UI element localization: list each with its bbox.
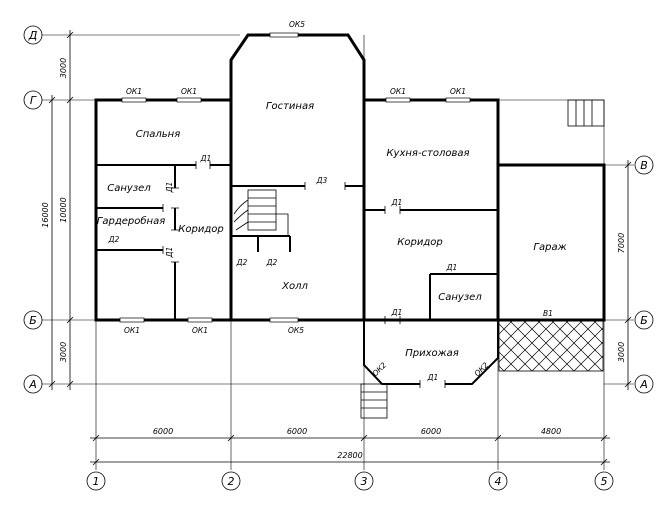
dimension-lines <box>48 30 632 466</box>
axis-col-4: 4 <box>488 471 508 491</box>
dim-22800: 22800 <box>337 451 362 460</box>
axis-markers: 1 2 3 4 5 Д Г В <box>23 25 654 491</box>
axis-row-b-right: Б <box>634 310 654 330</box>
axis-row-b-right-label: Б <box>640 314 648 327</box>
dim-4800: 4800 <box>541 427 561 436</box>
axis-row-a-left: А <box>23 374 43 394</box>
tag-d1-hall: Д1 <box>391 308 403 317</box>
room-garderobnaya: Гардеробная <box>97 215 165 227</box>
axis-row-a-label: А <box>28 378 37 391</box>
axis-col-2-label: 2 <box>228 475 235 488</box>
dim-7000: 7000 <box>617 233 626 253</box>
axis-col-1-label: 1 <box>93 475 100 488</box>
dim-6000-c: 6000 <box>421 427 441 436</box>
entry-stairs <box>360 99 605 419</box>
room-sanuzel-right: Санузел <box>438 292 482 303</box>
tag-d2-stair-b: Д2 <box>266 258 278 267</box>
axis-col-3: 3 <box>354 471 374 491</box>
tag-ok1-e: ОК1 <box>124 326 140 335</box>
dim-3000-top: 3000 <box>59 58 68 78</box>
tag-d1-kitchen: Д1 <box>391 198 403 207</box>
room-spalnya: Спальня <box>136 129 181 140</box>
axis-row-g: Г <box>23 90 43 110</box>
axis-col-1: 1 <box>86 471 106 491</box>
opening-tags: ОК5 ОК1 ОК1 ОК1 ОК1 ОК1 ОК1 ОК5 Д1 Д1 Д1… <box>108 20 553 382</box>
dim-3000-bottom-right: 3000 <box>617 342 626 362</box>
tag-d2-stair-a: Д2 <box>236 258 248 267</box>
axis-row-b-label: Б <box>29 314 37 327</box>
axis-row-a-right: А <box>634 374 654 394</box>
axis-col-5-label: 5 <box>601 475 608 488</box>
tag-ok1-c: ОК1 <box>390 87 406 96</box>
room-labels: Спальня Санузел Гардеробная Коридор Гост… <box>97 101 567 359</box>
windows <box>119 32 471 323</box>
tag-d1-entry: Д1 <box>427 373 439 382</box>
axis-row-b-left: Б <box>23 310 43 330</box>
interior-stairs <box>233 189 289 236</box>
tag-ok2-right: ОК2 <box>473 360 491 378</box>
room-koridor-right: Коридор <box>397 237 442 248</box>
dim-6000-a: 6000 <box>153 427 173 436</box>
dim-10000: 10000 <box>59 197 68 222</box>
dim-16000: 16000 <box>41 202 50 227</box>
tag-d3: Д3 <box>316 176 328 185</box>
axis-col-4-label: 4 <box>495 475 502 488</box>
tag-d1-wc: Д1 <box>446 263 458 272</box>
axis-row-v: В <box>634 155 654 175</box>
room-garazh: Гараж <box>533 242 566 253</box>
room-prihozhaya: Прихожая <box>405 348 459 359</box>
room-kuhnya: Кухня-столовая <box>386 148 469 159</box>
axis-row-g-label: Г <box>30 94 37 107</box>
tag-d2-wardrobe: Д2 <box>108 235 120 244</box>
axis-col-3-label: 3 <box>361 475 368 488</box>
room-koridor-left: Коридор <box>178 224 223 235</box>
axis-col-2: 2 <box>221 471 241 491</box>
axis-row-d-label: Д <box>28 29 38 42</box>
axis-col-5: 5 <box>594 471 614 491</box>
axis-row-d: Д <box>23 25 43 45</box>
tag-v1: В1 <box>543 309 553 318</box>
axis-row-a-right-label: А <box>639 378 648 391</box>
room-holl: Холл <box>281 281 308 292</box>
dim-3000-bottom-left: 3000 <box>59 342 68 362</box>
tag-ok5-top: ОК5 <box>289 20 305 29</box>
tag-d1-bedroom: Д1 <box>200 154 212 163</box>
dim-6000-b: 6000 <box>287 427 307 436</box>
room-gostinaya: Гостиная <box>266 101 314 112</box>
interior-walls <box>96 164 498 321</box>
tag-ok1-d: ОК1 <box>450 87 466 96</box>
tag-d1-bath: Д1 <box>165 182 174 194</box>
tag-ok1-b: ОК1 <box>181 87 197 96</box>
room-sanuzel-left: Санузел <box>107 183 151 194</box>
tag-ok1-a: ОК1 <box>126 87 142 96</box>
tag-ok2-left: ОК2 <box>371 360 389 378</box>
axis-row-v-label: В <box>640 159 648 172</box>
tag-d1-corridor: Д1 <box>165 247 174 259</box>
driveway-paving <box>498 320 604 372</box>
tag-ok5-bottom: ОК5 <box>288 326 304 335</box>
door-marks <box>162 161 446 388</box>
tag-ok1-f: ОК1 <box>192 326 208 335</box>
dimension-texts: 6000 6000 6000 4800 22800 3000 10000 300… <box>41 58 626 460</box>
